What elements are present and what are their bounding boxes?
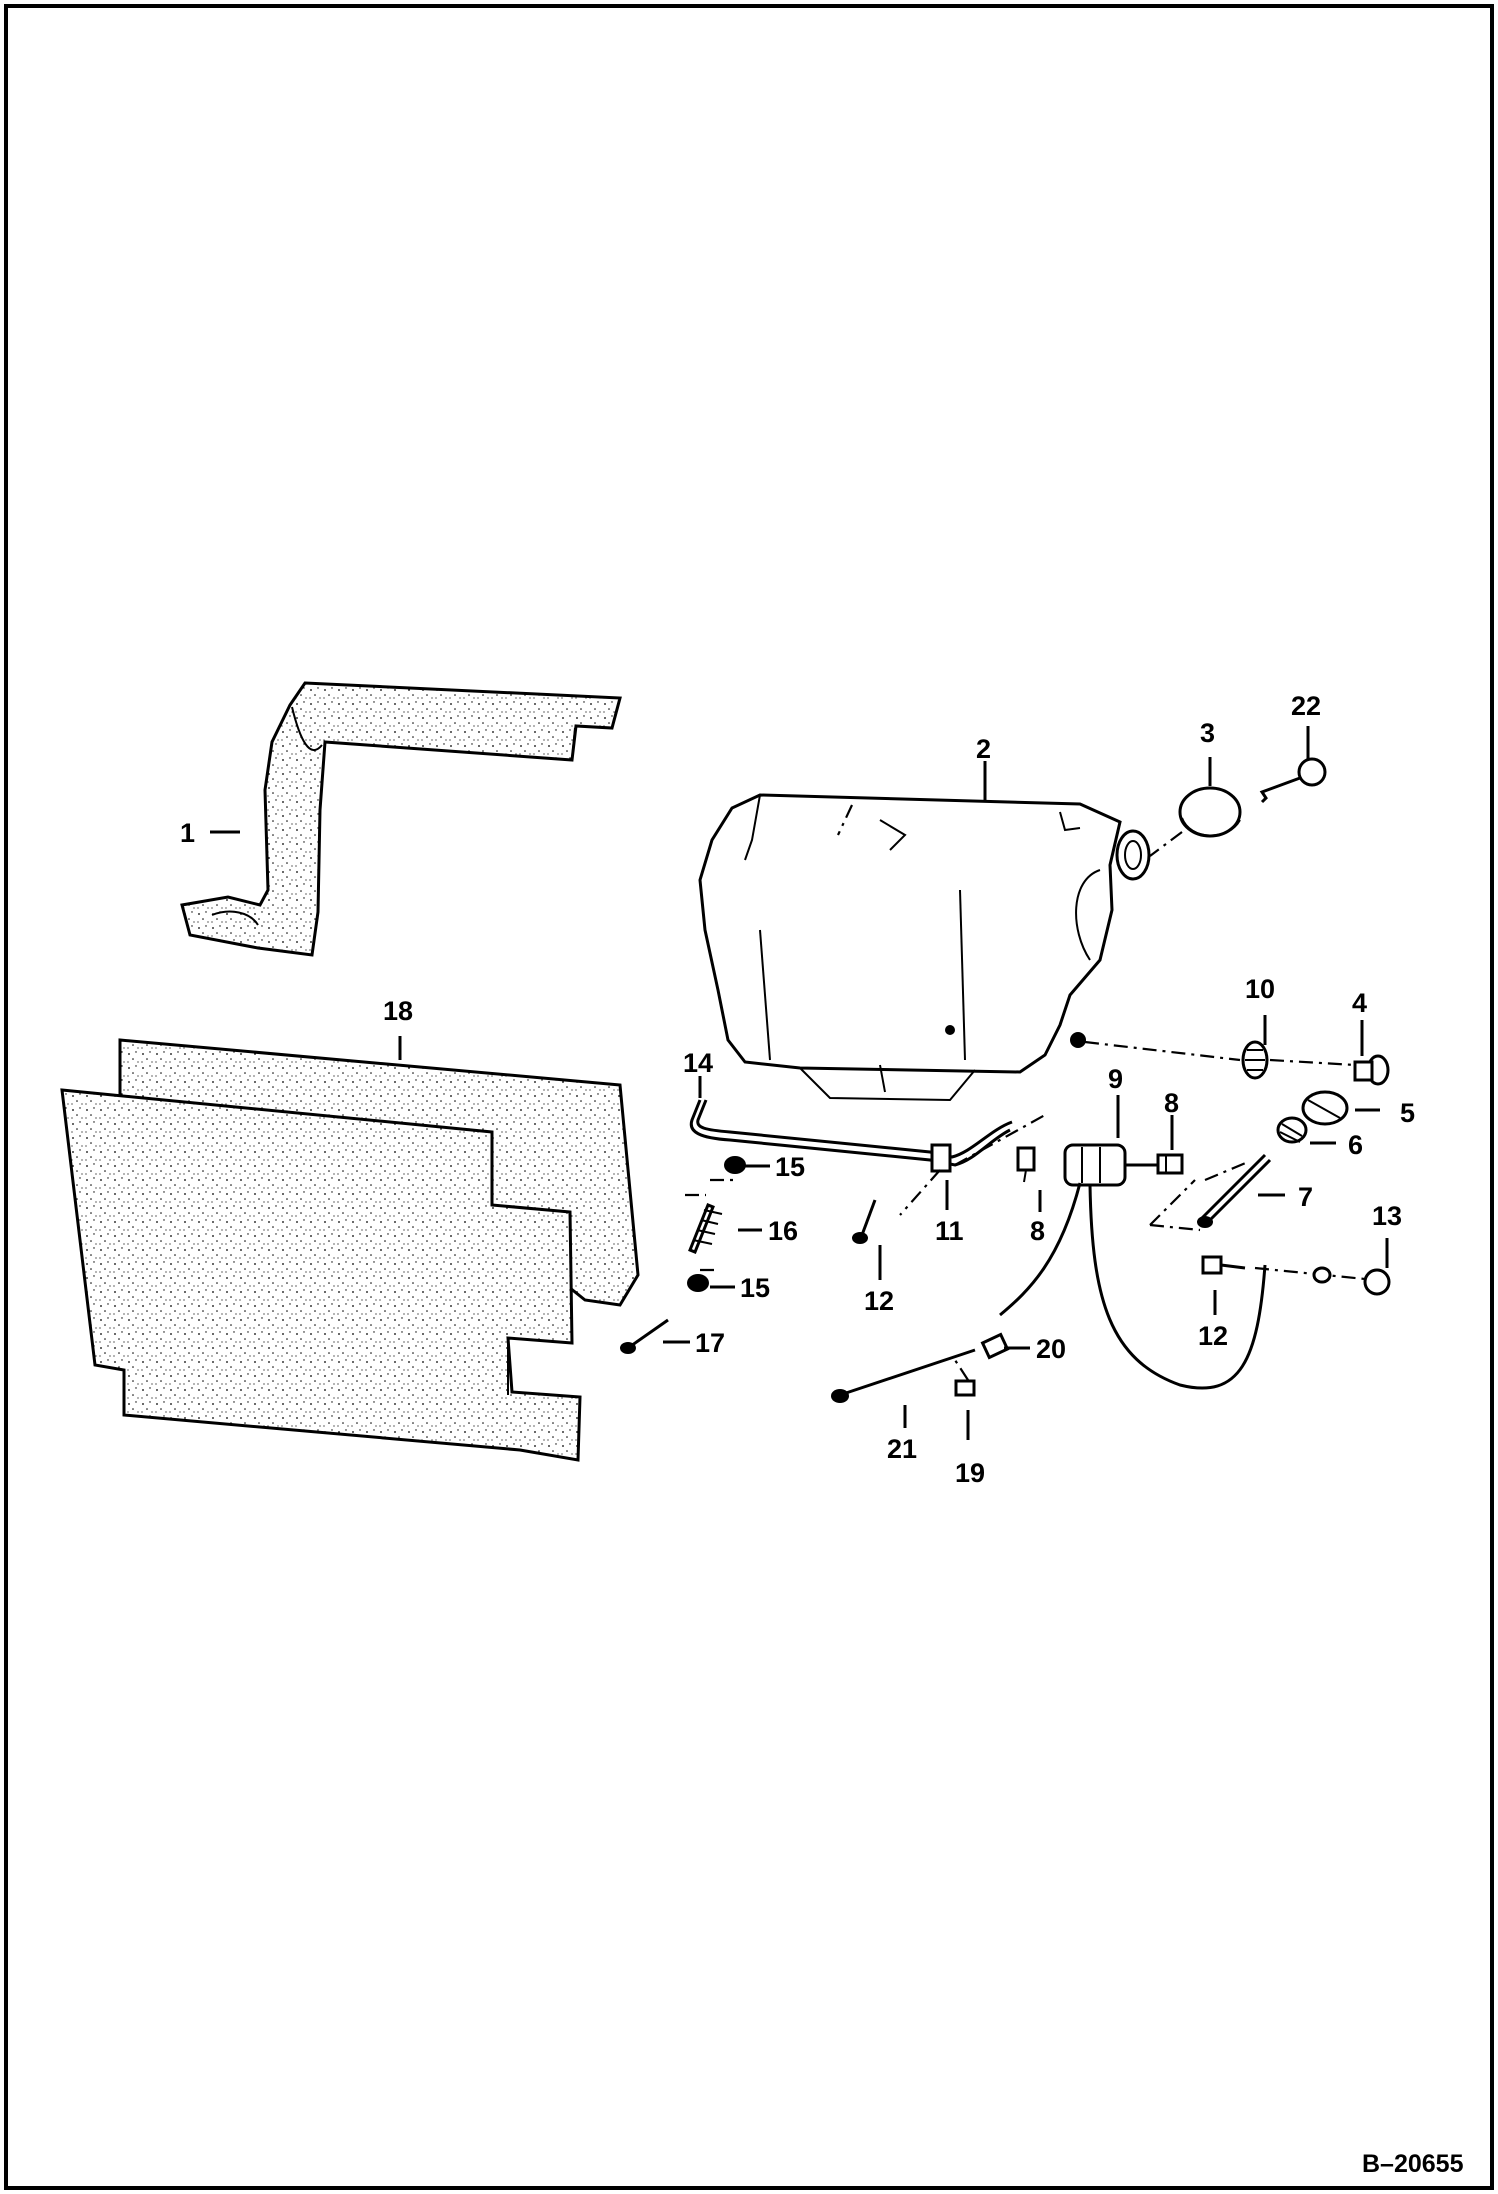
part-5-valve: [1301, 1090, 1349, 1126]
callout-19: 19: [955, 1458, 985, 1488]
callout-17: 17: [695, 1328, 725, 1358]
part-11-clamp: [899, 1143, 952, 1216]
part-3-fuel-cap: [1149, 786, 1242, 857]
callout-8-right: 8: [1164, 1088, 1179, 1118]
part-14-fuel-line: [689, 1099, 1046, 1167]
callout-6: 6: [1348, 1130, 1363, 1160]
part-2-tank: [698, 793, 1122, 1102]
dash-7-box: [1149, 1160, 1249, 1232]
part-7-rod: [1197, 1153, 1272, 1228]
callout-9: 9: [1108, 1064, 1123, 1094]
callout-11: 11: [935, 1216, 964, 1246]
part-18-foam-pads: [60, 1038, 640, 1462]
callout-15-bottom: 15: [740, 1273, 770, 1303]
dash-10-to-4: [1269, 1058, 1356, 1067]
page-border: [4, 4, 1494, 2190]
dash-group-15-16: [685, 1178, 735, 1272]
part-15-grommet-top: [724, 1156, 746, 1174]
part-8-fitting-right: [1156, 1153, 1184, 1175]
callout-4: 4: [1352, 988, 1367, 1018]
callout-10: 10: [1245, 974, 1275, 1004]
callout-14: 14: [683, 1048, 713, 1078]
dash-tank-to-10: [1084, 1040, 1241, 1062]
callout-13: 13: [1372, 1201, 1402, 1231]
sender-wiring: [999, 1182, 1267, 1390]
callout-15-top: 15: [775, 1152, 805, 1182]
callout-1: 1: [180, 818, 195, 848]
part-12-bolt-right: [1201, 1255, 1246, 1275]
callout-5: 5: [1400, 1098, 1415, 1128]
part-4-elbow: [1353, 1054, 1390, 1086]
callout-20: 20: [1036, 1334, 1066, 1364]
tank-filler-neck: [1115, 829, 1151, 881]
part-16-spring: [688, 1203, 723, 1254]
callout-labels: 1 2 3 4 5 6 7 8 8 9 10 11 12 12 13 14 15…: [180, 691, 1415, 1488]
dash-19: [954, 1359, 969, 1381]
part-6-spring: [1276, 1116, 1308, 1144]
part-15-grommet-bottom: [687, 1274, 709, 1292]
part-9-sender: [1063, 1143, 1158, 1187]
callout-22: 22: [1291, 691, 1321, 721]
part-17-bolt: [620, 1318, 669, 1354]
callout-21: 21: [887, 1434, 917, 1464]
part-10-spring: [1241, 1040, 1269, 1080]
leader-lines: [210, 726, 1389, 1440]
part-19-nut: [954, 1379, 976, 1397]
part-13-nut: [1363, 1268, 1391, 1296]
part-22-key: [1259, 757, 1327, 804]
callout-12-left: 12: [864, 1286, 894, 1316]
part-21-wire: [831, 1348, 976, 1403]
callout-3: 3: [1200, 718, 1215, 748]
washer: [1312, 1266, 1332, 1284]
callout-7: 7: [1298, 1182, 1313, 1212]
callout-2: 2: [976, 734, 991, 764]
callout-8-left: 8: [1030, 1216, 1045, 1246]
callout-18: 18: [383, 996, 413, 1026]
part-20-connector: [980, 1332, 1010, 1360]
part-1-bracket: [180, 681, 622, 957]
callout-16: 16: [768, 1216, 798, 1246]
part-12-bolt-left: [852, 1199, 877, 1244]
part-8-fitting-left: [1016, 1146, 1036, 1183]
drawing-number: B–20655: [1362, 2150, 1464, 2178]
callout-12-right: 12: [1198, 1321, 1228, 1351]
